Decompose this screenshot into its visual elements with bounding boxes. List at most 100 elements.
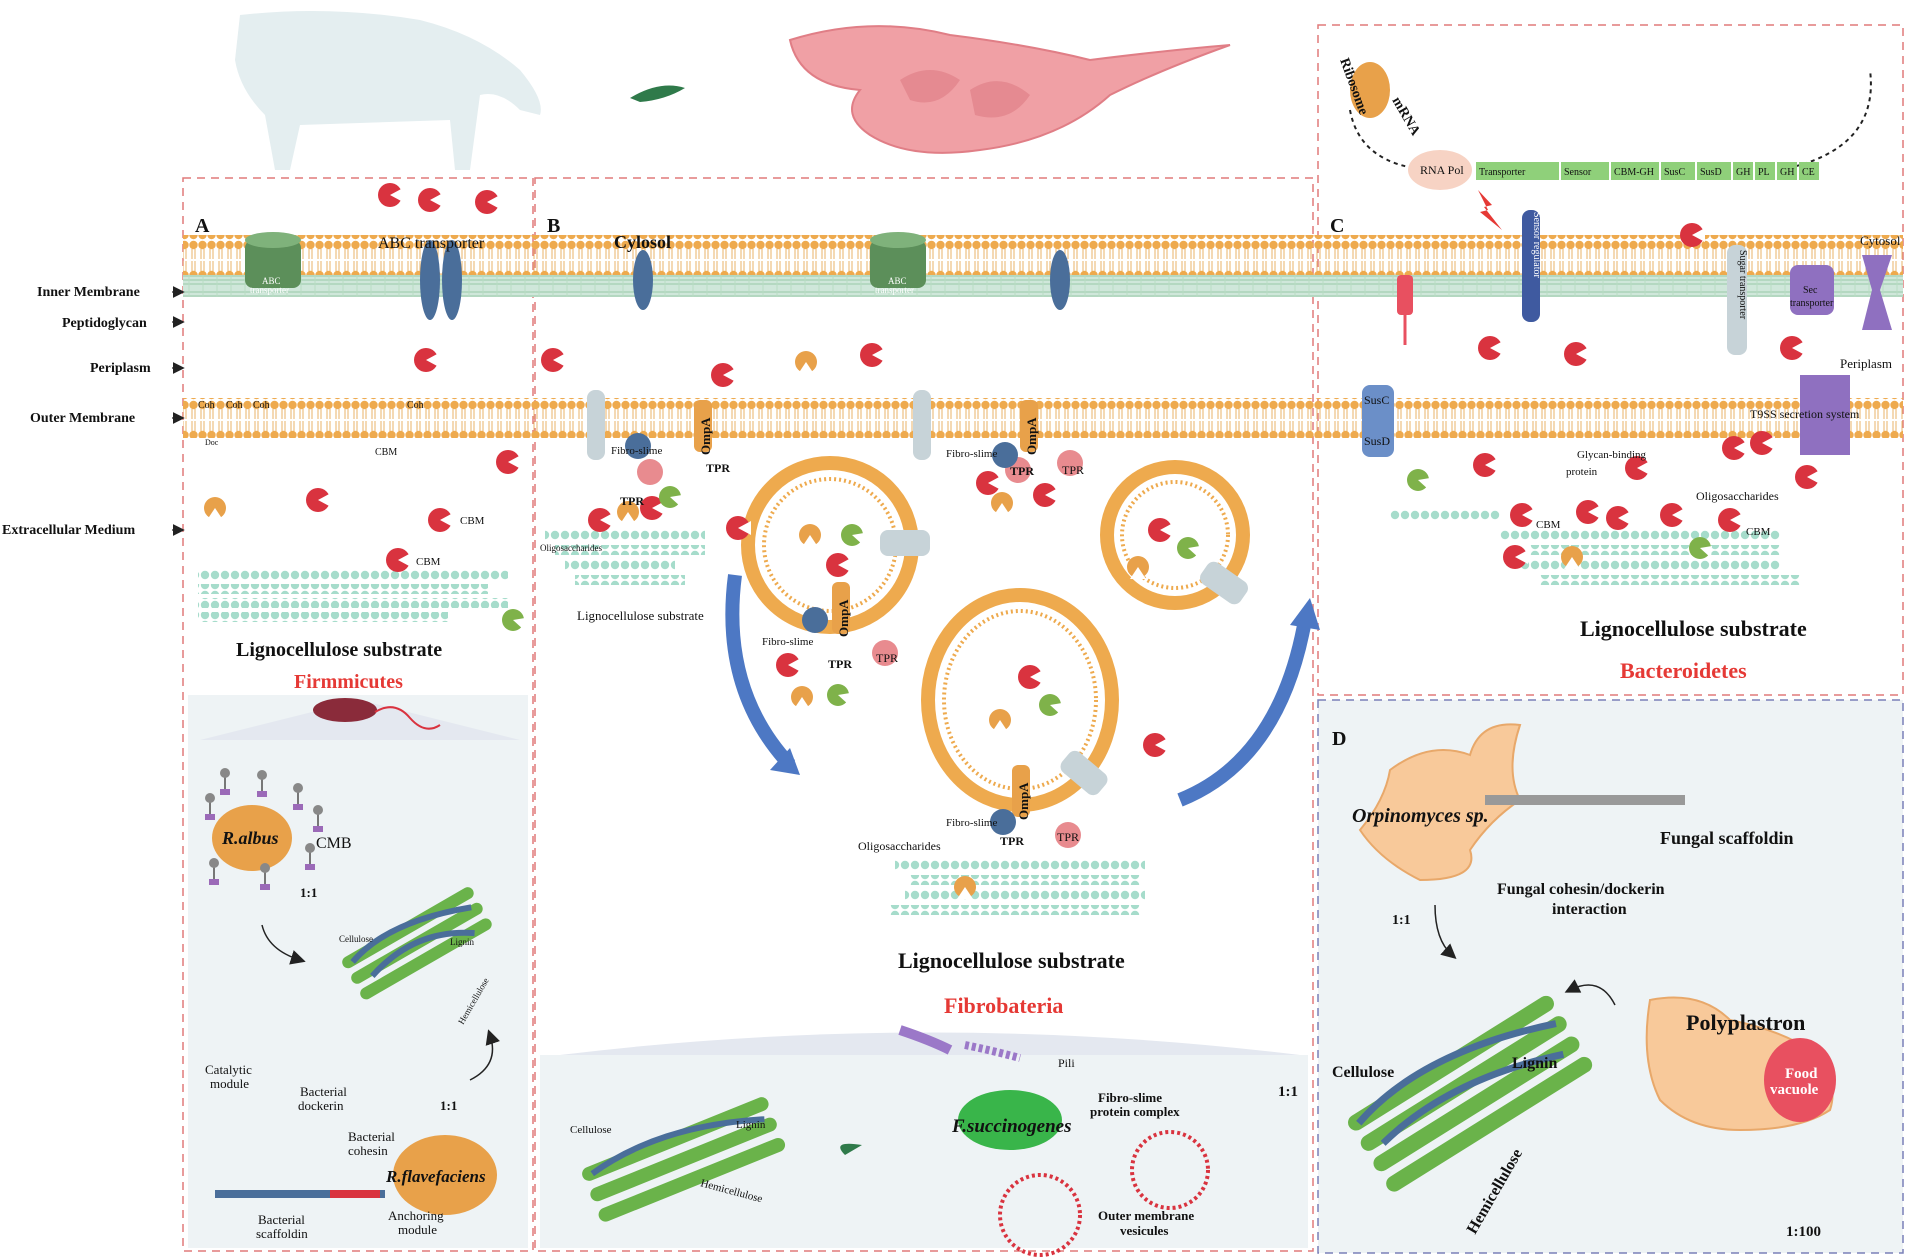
tpr-label-3: TPR xyxy=(1010,464,1034,478)
bacterium-icon-b xyxy=(898,1025,1022,1062)
ompa-bar-4 xyxy=(1012,765,1030,817)
pore-v1 xyxy=(880,530,930,556)
lightning-signal-icon xyxy=(1478,190,1502,230)
r-albus-label: R.albus xyxy=(221,828,279,848)
substrate-c-label: Lignocellulose substrate xyxy=(1580,616,1807,641)
cbm-c-label-1: CBM xyxy=(1536,519,1561,531)
cellulose-b-label: Cellulose xyxy=(570,1124,612,1136)
abc-transporter-b xyxy=(870,232,926,288)
lignin-a-label: Lignin xyxy=(450,937,474,947)
cytosol-hourglass xyxy=(1862,255,1892,330)
outer-membrane-label: Outer Membrane xyxy=(30,411,135,426)
r-flavefaciens-cell xyxy=(393,1135,497,1215)
dockerin-label-2: dockerin xyxy=(298,1098,344,1113)
substrate-b-label: Lignocellulose substrate xyxy=(898,948,1125,973)
gene-box xyxy=(1611,162,1659,180)
gene-label: Transporter xyxy=(1479,167,1526,178)
inner-membrane xyxy=(183,235,1903,275)
oligosaccharides-small-label: Oligosaccharides xyxy=(540,543,602,553)
ompa-bar-3 xyxy=(832,582,850,634)
fibro-slime-label-2: Fibro-slime xyxy=(946,448,997,460)
gene-label: GH xyxy=(1736,167,1750,178)
pore-v2 xyxy=(1200,561,1248,605)
fungal-scaffoldin-bar xyxy=(1485,795,1685,805)
panel-c-letter: C xyxy=(1330,215,1344,237)
abc-b-barrel-1: ABC xyxy=(888,276,907,286)
ompa-label-2: OmpA xyxy=(1024,417,1039,455)
oligosaccharides-b-label: Oligosaccharides xyxy=(858,839,941,853)
outer-membrane xyxy=(183,398,1903,438)
gene-box xyxy=(1661,162,1695,180)
cellulose-d-label: Cellulose xyxy=(1332,1064,1394,1081)
phylum-fibrobacteria: Fibrobateria xyxy=(944,993,1063,1018)
orpinomyces-label: Orpinomyces sp. xyxy=(1352,805,1489,827)
phylum-firmicutes: Firmmicutes xyxy=(294,671,403,693)
glycan-label-1: Glycan-binding xyxy=(1577,449,1647,461)
orpinomyces-fungus xyxy=(1358,723,1522,882)
substrate-b-small xyxy=(545,530,705,585)
tpr-label-1: TPR xyxy=(620,494,644,508)
arc-arrows-d xyxy=(1434,904,1616,1006)
ratio-a-1: 1:1 xyxy=(300,885,317,900)
mrna-label: mRNA xyxy=(1389,95,1423,140)
oligosaccharides-c-label: Oligosaccharides xyxy=(1696,489,1779,503)
ratio-a-2: 1:1 xyxy=(440,1098,457,1113)
doc-label: Doc xyxy=(205,438,219,447)
r-albus-cell xyxy=(212,805,292,871)
ratio-b: 1:1 xyxy=(1278,1084,1298,1100)
dockerin-label-1: Bacterial xyxy=(300,1084,347,1099)
cbm-c-label-2: CBM xyxy=(1746,526,1771,538)
pore-b2 xyxy=(913,390,931,460)
susc-label: SusC xyxy=(1364,393,1389,407)
abc-barrel-label-1: ABC xyxy=(262,276,281,286)
green-leaf-icon xyxy=(630,85,685,102)
f-succinogenes-cell xyxy=(958,1090,1062,1150)
susd-label: SusD xyxy=(1364,434,1390,448)
left-label-arrows xyxy=(172,286,185,536)
fibro-slime-label-3: Fibro-slime xyxy=(762,636,813,648)
fibro-slime-label-1: Fibro-slime xyxy=(611,445,662,457)
tpr-label-8: TPR xyxy=(1057,830,1079,844)
panel-c-frame xyxy=(1317,24,1904,696)
fibro-complex-label-2: protein complex xyxy=(1090,1104,1180,1119)
omv-label-1: Outer membrane xyxy=(1098,1208,1194,1223)
ompa-label-1: OmpA xyxy=(698,417,713,455)
anchoring-label-1: Anchoring xyxy=(388,1208,444,1223)
coh-label-2: Coh xyxy=(226,400,243,411)
cbm-label-1: CBM xyxy=(460,515,485,527)
cohesin-label-1: Bacterial xyxy=(348,1129,395,1144)
fibro-slime-label-4: Fibro-slime xyxy=(946,817,997,829)
sensor-regulator-label: Sensor regulator xyxy=(1531,212,1542,278)
glycan-label-2: protein xyxy=(1566,466,1598,478)
abc-transporter-a xyxy=(245,232,301,288)
interaction-label-1: Fungal cohesin/dockerin xyxy=(1497,881,1665,898)
panel-a-letter: A xyxy=(195,215,210,237)
red-receptor-protein xyxy=(1397,275,1413,345)
rna-pol-label: RNA Pol xyxy=(1420,163,1464,177)
fibro-complex-label-1: Fibro-slime xyxy=(1098,1090,1162,1105)
sec-label-2: transporter xyxy=(1790,298,1834,309)
gene-label: CE xyxy=(1802,167,1815,178)
gene-label: GH xyxy=(1780,167,1794,178)
cytosol-b-label: Cylosol xyxy=(614,232,671,252)
ompa-bar-2 xyxy=(1020,400,1038,452)
anchoring-label-2: module xyxy=(398,1222,437,1237)
green-arrow-b xyxy=(840,1143,862,1155)
scaffoldin-label-1: Bacterial xyxy=(258,1212,305,1227)
genome-loop xyxy=(1349,69,1872,171)
scaffoldin-label-2: scaffoldin xyxy=(256,1226,308,1241)
gene-box xyxy=(1697,162,1731,180)
gene-label: SusD xyxy=(1700,167,1722,178)
polyplastron-cell xyxy=(1645,996,1836,1132)
catalytic-module-label-1: Catalytic xyxy=(205,1062,252,1077)
gene-label: Sensor xyxy=(1564,167,1592,178)
susc-susd-protein xyxy=(1362,385,1394,457)
gene-box xyxy=(1733,162,1753,180)
coh-label-4: Coh xyxy=(407,400,424,411)
substrate-a-label: Lignocellulose substrate xyxy=(236,639,442,661)
ompa-label-3: OmpA xyxy=(836,599,851,637)
blue-arrow-left xyxy=(725,574,800,775)
lignin-d-label: Lignin xyxy=(1512,1055,1557,1072)
panel-d-letter: D xyxy=(1332,728,1346,750)
